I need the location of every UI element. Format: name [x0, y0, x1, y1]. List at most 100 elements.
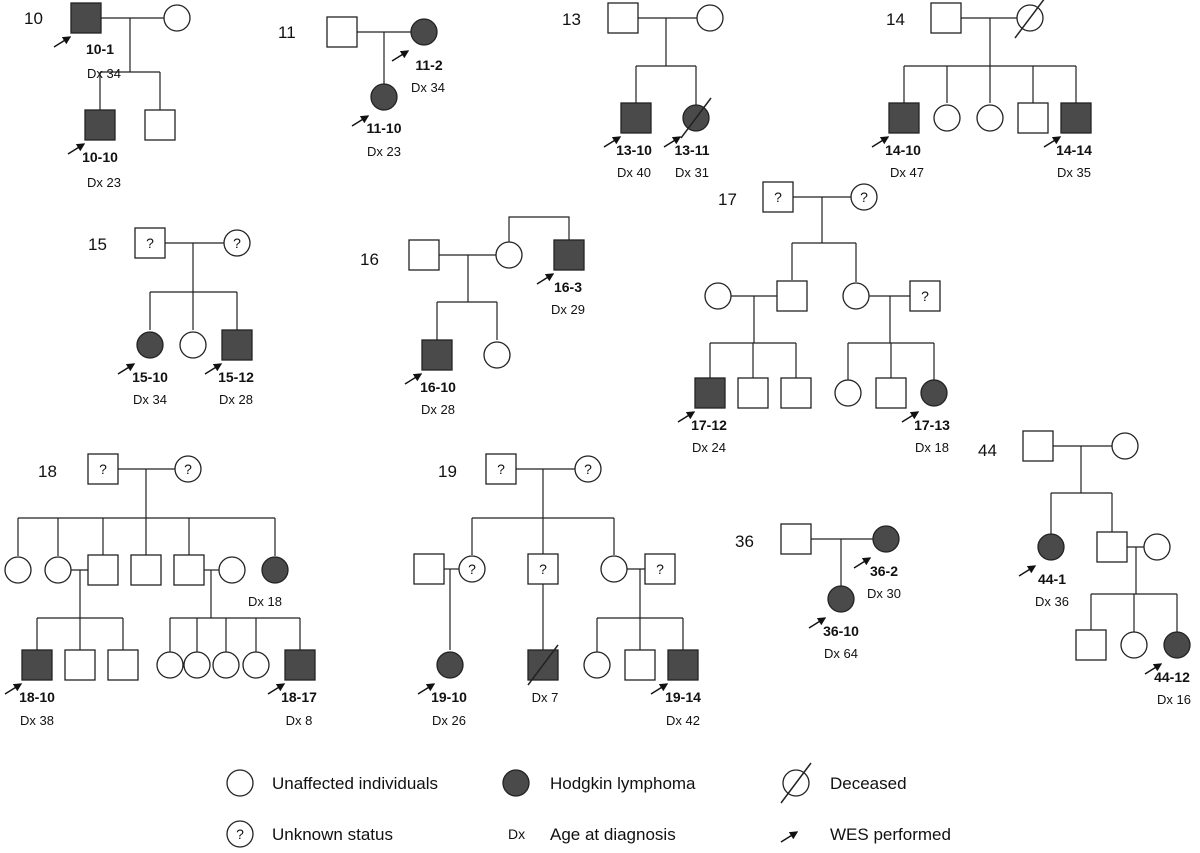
female-symbol — [179, 331, 207, 359]
individual-id: 19-10 — [431, 689, 467, 705]
male-symbol — [87, 453, 119, 485]
pedigree-line — [508, 216, 570, 242]
legend-dx-label: Age at diagnosis — [550, 825, 676, 844]
female-symbol — [458, 555, 486, 583]
male-affected-symbol — [70, 2, 102, 34]
female-affected-symbol — [261, 556, 289, 584]
family-number: 11 — [278, 23, 296, 42]
female-symbol — [1120, 631, 1148, 659]
wes-arrow — [1018, 565, 1037, 577]
unknown-status-mark: ? — [584, 461, 592, 477]
wes-arrow — [603, 136, 622, 148]
female-symbol — [834, 379, 862, 407]
individual-id: 15-12 — [218, 369, 254, 385]
deceased-slash — [680, 97, 712, 139]
male-symbol — [485, 453, 517, 485]
female-symbol — [1143, 533, 1171, 561]
age-at-diagnosis: Dx 28 — [219, 392, 253, 407]
unknown-status-mark: ? — [236, 826, 244, 842]
unknown-status-mark: ? — [497, 461, 505, 477]
individual-id: 17-12 — [691, 417, 727, 433]
age-at-diagnosis: Dx 40 — [617, 165, 651, 180]
female-affected-symbol — [1163, 631, 1191, 659]
family-number: 36 — [735, 532, 754, 551]
female-symbol — [183, 651, 211, 679]
male-symbol — [737, 377, 769, 409]
male-affected-symbol — [421, 339, 453, 371]
family-number: 16 — [360, 250, 379, 269]
male-symbol — [1075, 629, 1107, 661]
female-symbol — [242, 651, 270, 679]
legend-hodgkin-label: Hodgkin lymphoma — [550, 774, 696, 793]
wes-arrow — [267, 683, 286, 695]
individual-id: 19-14 — [665, 689, 701, 705]
female-symbol — [174, 455, 202, 483]
wes-arrow — [67, 143, 86, 155]
age-at-diagnosis: Dx 28 — [421, 402, 455, 417]
female-symbol — [696, 4, 724, 32]
family-number: 44 — [978, 441, 997, 460]
female-affected-symbol — [872, 525, 900, 553]
individual-id: 17-13 — [914, 417, 950, 433]
male-affected-symbol — [620, 102, 652, 134]
female-affected-symbol — [410, 18, 438, 46]
male-symbol — [780, 377, 812, 409]
male-symbol — [408, 239, 440, 271]
legend-deceased-label: Deceased — [830, 774, 907, 793]
wes-arrow — [650, 683, 669, 695]
individual-id: 18-10 — [19, 689, 55, 705]
female-symbol — [976, 104, 1004, 132]
individual-id: 14-14 — [1056, 142, 1092, 158]
age-at-diagnosis: Dx 24 — [692, 440, 726, 455]
individual-id: 44-1 — [1038, 571, 1066, 587]
female-symbol — [156, 651, 184, 679]
unknown-status-mark: ? — [184, 461, 192, 477]
age-at-diagnosis: Dx 29 — [551, 302, 585, 317]
age-at-diagnosis: Dx 23 — [87, 175, 121, 190]
female-affected-symbol — [136, 331, 164, 359]
age-at-diagnosis: Dx 34 — [87, 66, 121, 81]
female-symbol — [600, 555, 628, 583]
individual-id: 18-17 — [281, 689, 317, 705]
male-symbol — [173, 554, 205, 586]
female-symbol — [483, 341, 511, 369]
deceased-slash — [527, 644, 559, 686]
age-at-diagnosis: Dx 26 — [432, 713, 466, 728]
legend-wes-label: WES performed — [830, 825, 951, 844]
age-at-diagnosis: Dx 35 — [1057, 165, 1091, 180]
male-affected-symbol — [21, 649, 53, 681]
female-symbol — [842, 282, 870, 310]
family-number: 18 — [38, 462, 57, 481]
wes-arrow — [663, 136, 682, 148]
wes-arrow — [117, 363, 136, 375]
male-symbol — [624, 649, 656, 681]
wes-arrow — [404, 373, 423, 385]
unknown-status-mark: ? — [468, 561, 476, 577]
wes-arrow — [391, 50, 410, 62]
family-number: 15 — [88, 235, 107, 254]
male-affected-symbol — [221, 329, 253, 361]
wes-arrow — [808, 617, 827, 629]
female-symbol — [583, 651, 611, 679]
male-symbol — [762, 181, 794, 213]
male-affected-symbol — [553, 239, 585, 271]
individual-id: 14-10 — [885, 142, 921, 158]
age-at-diagnosis: Dx 31 — [675, 165, 709, 180]
male-symbol — [875, 377, 907, 409]
wes-arrow — [871, 136, 890, 148]
female-symbol — [574, 455, 602, 483]
wes-arrow — [53, 36, 72, 48]
unknown-status-mark: ? — [99, 461, 107, 477]
age-at-diagnosis: Dx 42 — [666, 713, 700, 728]
female-affected-symbol — [920, 379, 948, 407]
female-affected-symbol — [370, 83, 398, 111]
female-symbol — [704, 282, 732, 310]
male-symbol — [1096, 531, 1128, 563]
individual-id: 10-10 — [82, 149, 118, 165]
age-at-diagnosis: Dx 34 — [133, 392, 167, 407]
wes-arrow — [417, 683, 436, 695]
male-affected-symbol — [888, 102, 920, 134]
individual-id: 15-10 — [132, 369, 168, 385]
male-affected-symbol — [284, 649, 316, 681]
